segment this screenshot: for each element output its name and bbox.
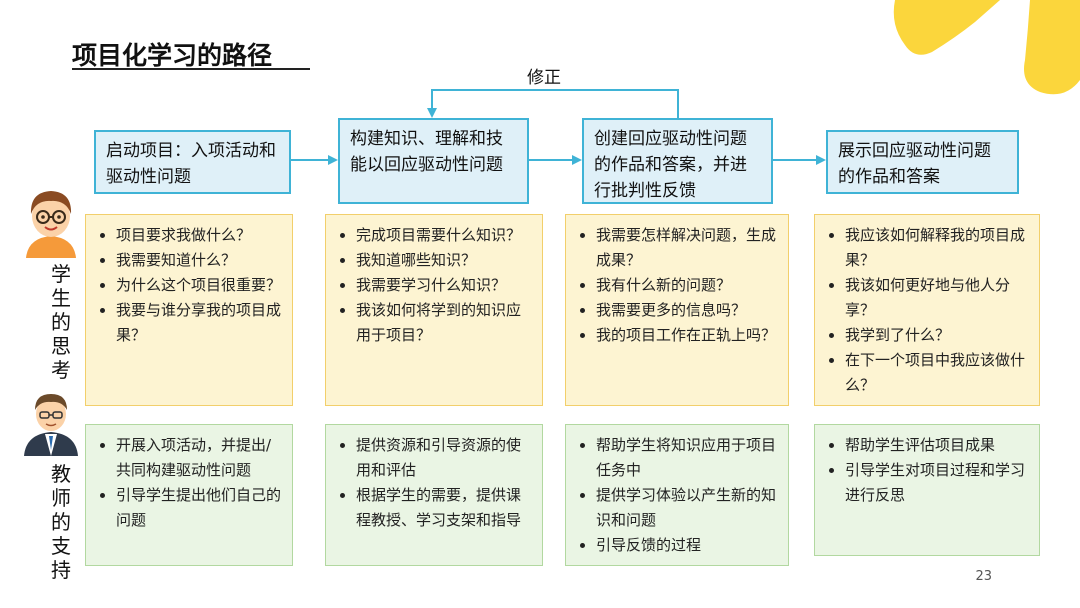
list-item: 帮助学生将知识应用于项目任务中 [596,433,780,483]
list-item: 开展入项活动，并提出/共同构建驱动性问题 [116,433,284,483]
list-item: 我学到了什么？ [845,323,1031,348]
list-item: 为什么这个项目很重要？ [116,273,284,298]
list-item: 提供学习体验以产生新的知识和问题 [596,483,780,533]
teacher-support-box-3: 帮助学生将知识应用于项目任务中 提供学习体验以产生新的知识和问题 引导反馈的过程 [565,424,789,566]
stage-launch-project: 启动项目：入项活动和驱动性问题 [94,130,291,194]
list-item: 我需要知道什么？ [116,248,284,273]
teacher-avatar-icon [24,394,78,456]
list-item: 我的项目工作在正轨上吗？ [596,323,780,348]
list-item: 提供资源和引导资源的使用和评估 [356,433,534,483]
student-thinking-box-3: 我需要怎样解决问题，生成成果？ 我有什么新的问题？ 我需要更多的信息吗？ 我的项… [565,214,789,406]
list-item: 我要与谁分享我的项目成果？ [116,298,284,348]
list-item: 引导反馈的过程 [596,533,780,558]
page-number: 23 [975,569,992,584]
revise-label: 修正 [527,68,561,88]
list-item: 根据学生的需要，提供课程教授、学习支架和指导 [356,483,534,533]
list-item: 我该如何将学到的知识应用于项目？ [356,298,534,348]
list-item: 帮助学生评估项目成果 [845,433,1031,458]
stage-create-products: 创建回应驱动性问题的作品和答案，并进行批判性反馈 [582,118,773,204]
teacher-support-label: 教师的支持 [51,462,71,582]
list-item: 我该如何更好地与他人分享？ [845,273,1031,323]
list-item: 在下一个项目中我应该做什么？ [845,348,1031,398]
list-item: 完成项目需要什么知识？ [356,223,534,248]
page-title: 项目化学习的路径 [72,41,273,70]
list-item: 引导学生提出他们自己的问题 [116,483,284,533]
student-thinking-box-1: 项目要求我做什么？ 我需要知道什么？ 为什么这个项目很重要？ 我要与谁分享我的项… [85,214,293,406]
decorative-corner-shapes [893,0,1080,95]
student-thinking-box-2: 完成项目需要什么知识？ 我知道哪些知识？ 我需要学习什么知识？ 我该如何将学到的… [325,214,543,406]
teacher-support-box-4: 帮助学生评估项目成果 引导学生对项目过程和学习进行反思 [814,424,1040,556]
list-item: 我需要更多的信息吗？ [596,298,780,323]
title-underline [72,68,310,70]
list-item: 我有什么新的问题？ [596,273,780,298]
student-thinking-box-4: 我应该如何解释我的项目成果？ 我该如何更好地与他人分享？ 我学到了什么？ 在下一… [814,214,1040,406]
teacher-support-box-1: 开展入项活动，并提出/共同构建驱动性问题 引导学生提出他们自己的问题 [85,424,293,566]
student-thinking-label: 学生的思考 [51,262,71,382]
list-item: 我知道哪些知识？ [356,248,534,273]
revise-loop-arrow [427,89,679,118]
list-item: 我需要怎样解决问题，生成成果？ [596,223,780,273]
student-avatar-icon [26,191,76,258]
list-item: 项目要求我做什么？ [116,223,284,248]
list-item: 我应该如何解释我的项目成果？ [845,223,1031,273]
list-item: 我需要学习什么知识？ [356,273,534,298]
list-item: 引导学生对项目过程和学习进行反思 [845,458,1031,508]
teacher-support-box-2: 提供资源和引导资源的使用和评估 根据学生的需要，提供课程教授、学习支架和指导 [325,424,543,566]
stage-present-products: 展示回应驱动性问题的作品和答案 [826,130,1019,194]
stage-build-knowledge: 构建知识、理解和技能以回应驱动性问题 [338,118,529,204]
